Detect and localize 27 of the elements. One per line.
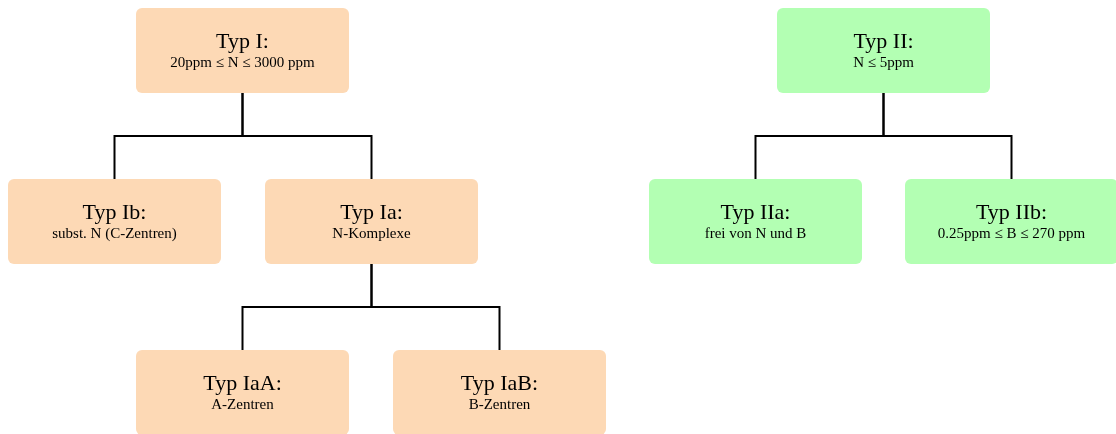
connector-line [241,92,373,180]
node-title: Typ IaB: [460,371,539,396]
node-description: 0.25ppm ≤ B ≤ 270 ppm [937,224,1086,243]
node-description: frei von N und B [704,224,807,243]
node-description: 20ppm ≤ N ≤ 3000 ppm [170,53,315,72]
category-box [136,350,349,434]
category-box [393,350,606,434]
node-description: subst. N (C-Zentren) [52,224,177,243]
node-description: N ≤ 5ppm [853,53,914,72]
connector-line [882,92,1013,180]
node-description: A-Zentren [211,395,274,414]
connector-line [370,263,501,351]
category-box [905,179,1116,264]
node-description: N-Komplexe [332,224,411,243]
node-title: Typ Ib: [82,200,147,225]
node-title: Typ IIb: [975,200,1048,225]
node-title: Typ IIa: [720,200,791,225]
node-title: Typ II: [853,29,914,54]
category-box [649,179,862,264]
node-description: B-Zentren [468,395,531,414]
node-title: Typ I: [216,29,269,54]
category-box [8,179,221,264]
category-box [777,8,990,93]
category-box [265,179,478,264]
node-title: Typ IaA: [203,371,282,396]
node-title: Typ Ia: [340,200,403,225]
category-box [136,8,349,93]
